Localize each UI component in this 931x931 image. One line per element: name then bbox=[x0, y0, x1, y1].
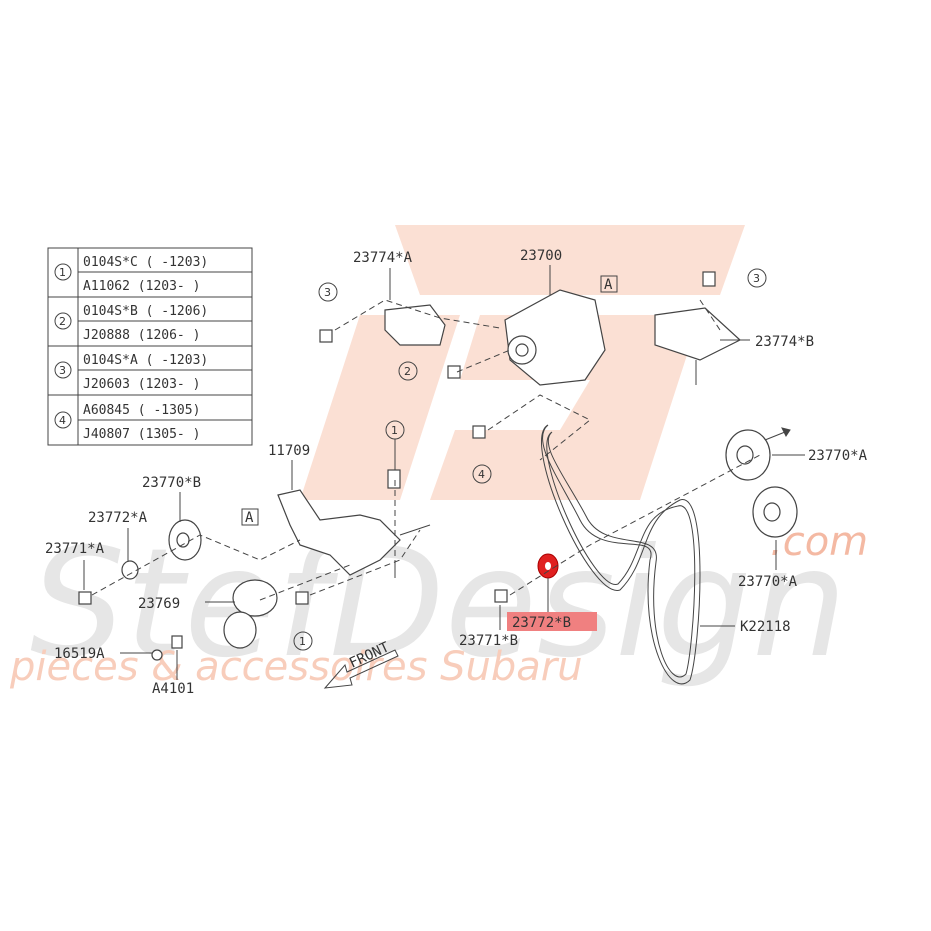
svg-text:3: 3 bbox=[324, 286, 331, 299]
label-23770A-bottom: 23770*A bbox=[738, 574, 798, 590]
watermark-logo bbox=[300, 225, 745, 500]
legend-table: 1 2 3 4 0104S*C ( -1203) A11062 (1203- )… bbox=[47, 247, 253, 446]
label-23771B: 23771*B bbox=[459, 633, 518, 649]
svg-text:2: 2 bbox=[404, 365, 411, 378]
callout-1: 1 bbox=[385, 420, 405, 470]
label-23769: 23769 bbox=[138, 596, 180, 612]
watermark-brand: StefDesign bbox=[30, 517, 847, 691]
label-23774A: 23774*A bbox=[353, 250, 413, 266]
cover-23774B bbox=[654, 307, 742, 361]
callout-3: 3 bbox=[747, 268, 767, 288]
label-A4101: A4101 bbox=[152, 681, 194, 697]
svg-text:1: 1 bbox=[391, 424, 398, 437]
table-ref-4: 4 bbox=[59, 414, 66, 427]
callout-2: 2 bbox=[398, 361, 418, 381]
label-23774B: 23774*B bbox=[755, 334, 814, 350]
callout-1: 1 bbox=[293, 631, 313, 651]
callout-4: 4 bbox=[472, 464, 492, 484]
leader-lines bbox=[83, 265, 805, 680]
belt-k22118 bbox=[541, 424, 701, 685]
washer-hole bbox=[545, 562, 551, 570]
highlight-23772B bbox=[507, 612, 597, 631]
bracket-11709 bbox=[277, 489, 401, 576]
table-part: 0104S*A ( -1203) bbox=[83, 353, 208, 368]
idler-pulley-23770B bbox=[168, 519, 202, 561]
bolts bbox=[78, 271, 716, 649]
svg-text:3: 3 bbox=[753, 272, 760, 285]
label-23771A: 23771*A bbox=[45, 541, 105, 557]
watermark-tagline: pieces & accessoires Subaru bbox=[9, 644, 583, 690]
table-part: A11062 (1203- ) bbox=[83, 279, 200, 294]
arrows bbox=[394, 360, 791, 578]
svg-text:A: A bbox=[245, 510, 254, 526]
table-part: J20603 (1203- ) bbox=[83, 377, 200, 392]
table-part: J40807 (1305- ) bbox=[83, 427, 200, 442]
ref-box-A: A bbox=[241, 508, 259, 526]
label-23700: 23700 bbox=[520, 248, 562, 264]
callout-3: 3 bbox=[318, 282, 338, 302]
table-part: A60845 ( -1305) bbox=[83, 403, 200, 418]
ref-box-A: A bbox=[600, 275, 618, 293]
guide-lines bbox=[91, 299, 761, 601]
washer-23772A bbox=[121, 560, 139, 580]
table-part: 0104S*C ( -1203) bbox=[83, 255, 208, 270]
label-23770A-top: 23770*A bbox=[808, 448, 868, 464]
table-ref-2: 2 bbox=[59, 315, 66, 328]
alternator bbox=[504, 289, 606, 386]
svg-text:A: A bbox=[604, 277, 613, 293]
label-23772A: 23772*A bbox=[88, 510, 148, 526]
cover-23774A bbox=[384, 304, 446, 346]
table-ref-1: 1 bbox=[59, 266, 66, 279]
plug-16519A bbox=[151, 649, 163, 661]
label-23770B: 23770*B bbox=[142, 475, 201, 491]
tensioner-23769 bbox=[223, 579, 278, 649]
table-part: 0104S*B ( -1206) bbox=[83, 304, 208, 319]
idler-pulley-23770A-top bbox=[725, 429, 771, 481]
label-23772B: 23772*B bbox=[512, 615, 571, 631]
table-part: J20888 (1206- ) bbox=[83, 328, 200, 343]
label-11709: 11709 bbox=[268, 443, 310, 459]
label-K22118: K22118 bbox=[740, 619, 791, 635]
idler-pulley-23770A-bottom bbox=[752, 486, 798, 538]
svg-text:1: 1 bbox=[299, 635, 306, 648]
table-ref-3: 3 bbox=[59, 364, 66, 377]
label-16519A: 16519A bbox=[54, 646, 105, 662]
svg-text:4: 4 bbox=[478, 468, 485, 481]
